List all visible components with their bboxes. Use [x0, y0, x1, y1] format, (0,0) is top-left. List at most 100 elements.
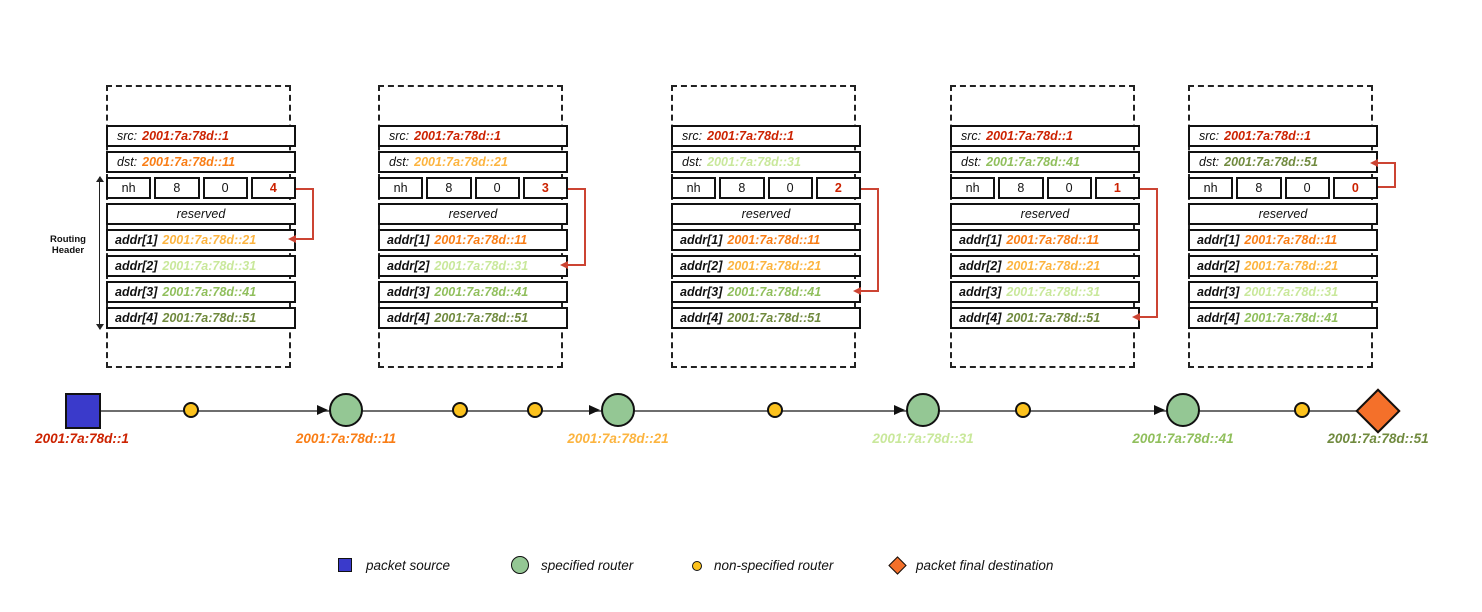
non-specified-router-node	[1294, 402, 1310, 418]
reserved-row: reserved	[671, 203, 861, 225]
reserved-row: reserved	[1188, 203, 1378, 225]
next-header-cell: nh	[106, 177, 152, 199]
hdr-ext-len-cell: 8	[1236, 177, 1282, 199]
routing-type-cell: 0	[1284, 177, 1330, 199]
routing-header-extent-arrow	[95, 176, 104, 330]
hdr-ext-len-cell: 8	[426, 177, 472, 199]
specified-router-node-2	[601, 393, 635, 427]
non-specified-router-node	[1015, 402, 1031, 418]
segments-left-cell: 0	[1332, 177, 1378, 199]
addr4-row: addr[4]2001:7a:78d::51	[106, 307, 296, 329]
arrow-left-icon	[1370, 159, 1378, 167]
src-row: src:2001:7a:78d::1	[671, 125, 861, 147]
arrow-left-icon	[1132, 313, 1140, 321]
routing-type-cell: 0	[1046, 177, 1092, 199]
hdr-ext-len-cell: 8	[154, 177, 200, 199]
specified-router-legend-icon	[511, 556, 529, 574]
next-header-cell: nh	[671, 177, 717, 199]
routing-type-cell: 0	[202, 177, 248, 199]
destination-address-label: 2001:7a:78d::51	[1327, 431, 1429, 446]
hdr-ext-len-cell: 8	[998, 177, 1044, 199]
segments-left-cell: 3	[522, 177, 568, 199]
src-row: src:2001:7a:78d::1	[950, 125, 1140, 147]
packet-header-5: src:2001:7a:78d::1 dst:2001:7a:78d::51 n…	[1188, 85, 1396, 368]
router3-address-label: 2001:7a:78d::31	[872, 431, 974, 446]
specified-router-node-1	[329, 393, 363, 427]
src-row: src:2001:7a:78d::1	[378, 125, 568, 147]
reserved-row: reserved	[378, 203, 568, 225]
routing-type-cell: 0	[767, 177, 813, 199]
non-specified-router-node	[183, 402, 199, 418]
dst-row: dst:2001:7a:78d::51	[1188, 151, 1378, 173]
segments-left-pointer-arrow	[1132, 188, 1158, 321]
segments-left-pointer-arrow	[853, 188, 879, 295]
router2-address-label: 2001:7a:78d::21	[567, 431, 669, 446]
legend-non-specified-router-label: non-specified router	[714, 558, 834, 573]
arrow-left-icon	[288, 235, 296, 243]
packet-header-2: src:2001:7a:78d::1 dst:2001:7a:78d::21 n…	[378, 85, 586, 368]
dst-value: 2001:7a:78d::11	[142, 155, 236, 169]
legend-packet-source-label: packet source	[366, 558, 451, 573]
rh-fixed-fields-row: nh 8 0 4	[106, 177, 296, 199]
src-value: 2001:7a:78d::1	[142, 129, 229, 143]
specified-router-node-3	[906, 393, 940, 427]
arrow-left-icon	[853, 287, 861, 295]
legend-specified-router-label: specified router	[541, 558, 634, 573]
arrow-right-icon	[894, 405, 905, 415]
dst-row: dst: 2001:7a:78d::11	[106, 151, 296, 173]
arrow-right-icon	[317, 405, 328, 415]
legend-packet-final-destination-label: packet final destination	[916, 558, 1054, 573]
non-specified-router-node	[767, 402, 783, 418]
reserved-row: reserved	[950, 203, 1140, 225]
dst-row: dst:2001:7a:78d::21	[378, 151, 568, 173]
addr3-row: addr[3]2001:7a:78d::41	[378, 281, 568, 303]
next-header-cell: nh	[378, 177, 424, 199]
addr2-row: addr[2]2001:7a:78d::21	[671, 255, 861, 277]
hdr-ext-len-cell: 8	[719, 177, 765, 199]
addr4-row: addr[4]2001:7a:78d::51	[671, 307, 861, 329]
next-header-cell: nh	[950, 177, 996, 199]
packet-header-3: src:2001:7a:78d::1 dst:2001:7a:78d::31 n…	[671, 85, 879, 368]
dst-row: dst:2001:7a:78d::41	[950, 151, 1140, 173]
addr1-row: addr[1]2001:7a:78d::11	[671, 229, 861, 251]
addr1-row: addr[1]2001:7a:78d::21	[106, 229, 296, 251]
segments-left-cell: 4	[250, 177, 296, 199]
specified-router-node-4	[1166, 393, 1200, 427]
reserved-row: reserved	[106, 203, 296, 225]
arrow-left-icon	[560, 261, 568, 269]
src-row: src:2001:7a:78d::1	[106, 125, 296, 147]
addr4-row: addr[4]2001:7a:78d::41	[1188, 307, 1378, 329]
rh-fixed-fields-row: nh 8 0 0	[1188, 177, 1378, 199]
non-specified-router-legend-icon	[692, 561, 702, 571]
addr3-row: addr[3]2001:7a:78d::41	[106, 281, 296, 303]
segments-left-pointer-arrow	[1370, 159, 1396, 188]
router4-address-label: 2001:7a:78d::41	[1132, 431, 1234, 446]
addr2-row: addr[2]2001:7a:78d::31	[106, 255, 296, 277]
addr2-row: addr[2]2001:7a:78d::21	[1188, 255, 1378, 277]
non-specified-router-node	[527, 402, 543, 418]
dst-field-label: dst:	[117, 155, 138, 169]
rh-fixed-fields-row: nh 8 0 2	[671, 177, 861, 199]
path-line	[100, 410, 1358, 412]
packet-source-legend-icon	[338, 558, 352, 572]
packet-final-destination-legend-icon	[888, 556, 907, 575]
packet-source-node	[65, 393, 101, 429]
addr4-row: addr[4]2001:7a:78d::51	[950, 307, 1140, 329]
addr4-row: addr[4]2001:7a:78d::51	[378, 307, 568, 329]
src-row: src:2001:7a:78d::1	[1188, 125, 1378, 147]
addr3-row: addr[3]2001:7a:78d::31	[950, 281, 1140, 303]
packet-destination-node	[1355, 388, 1401, 434]
arrow-right-icon	[1154, 405, 1165, 415]
addr1-row: addr[1]2001:7a:78d::11	[378, 229, 568, 251]
arrow-right-icon	[589, 405, 600, 415]
arrow-up-icon	[95, 176, 104, 182]
addr3-row: addr[3]2001:7a:78d::41	[671, 281, 861, 303]
dst-row: dst:2001:7a:78d::31	[671, 151, 861, 173]
non-specified-router-node	[452, 402, 468, 418]
addr3-row: addr[3]2001:7a:78d::31	[1188, 281, 1378, 303]
segments-left-pointer-arrow	[560, 188, 586, 269]
next-header-cell: nh	[1188, 177, 1234, 199]
rh-fixed-fields-row: nh 8 0 3	[378, 177, 568, 199]
